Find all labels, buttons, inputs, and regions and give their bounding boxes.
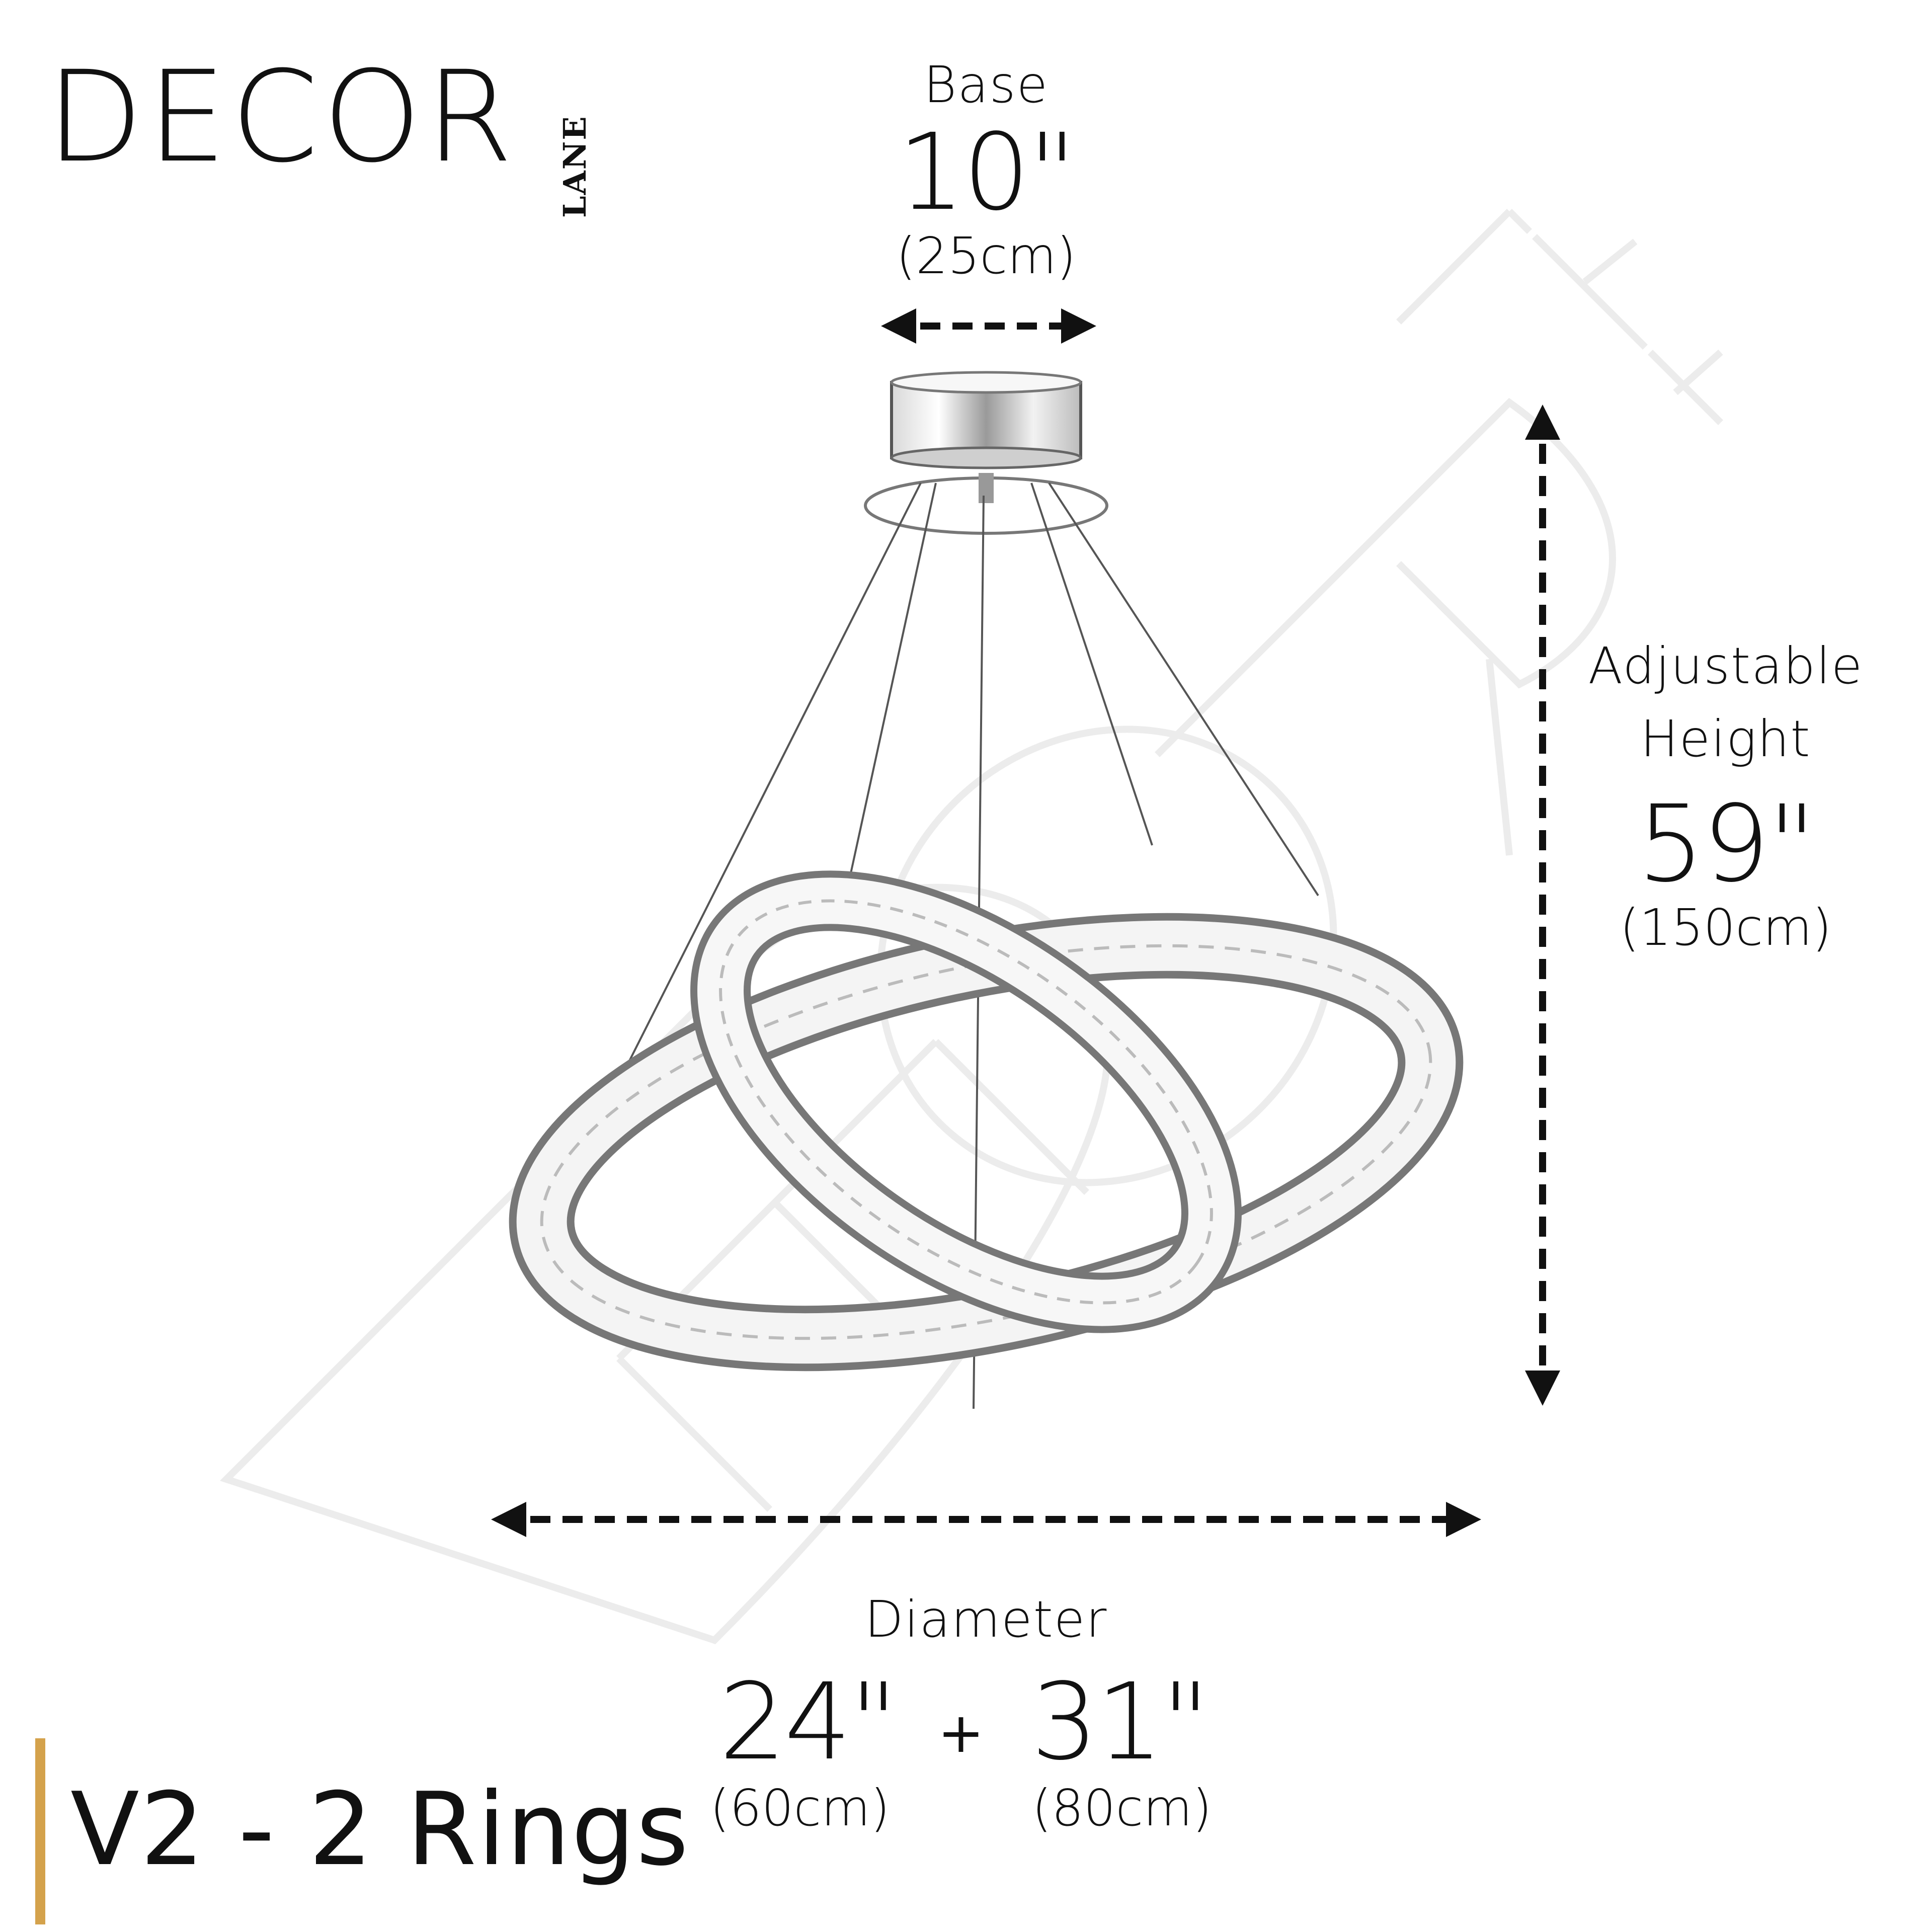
diameter-value-large: 31" xyxy=(1031,1660,1210,1784)
diameter-metric-large: (80cm) xyxy=(1032,1779,1212,1837)
diameter-label: Diameter xyxy=(864,1590,1108,1649)
diameter-plus: + xyxy=(937,1701,985,1765)
version-title: V2 - 2 Rings xyxy=(70,1771,690,1888)
brand-logo: DECOR LANE xyxy=(46,44,593,218)
height-value: 59" xyxy=(1637,782,1816,906)
ceiling-canopy xyxy=(864,371,1108,535)
crystal-rings xyxy=(509,870,1464,1372)
base-metric: (25cm) xyxy=(896,226,1076,285)
diameter-value-small: 24" xyxy=(719,1660,898,1784)
logo-main-text: DECOR xyxy=(46,44,517,190)
height-label-line1: Adjustable xyxy=(1588,636,1864,695)
base-label: Base xyxy=(923,55,1049,114)
base-value: 10" xyxy=(898,111,1077,234)
accent-bar xyxy=(35,1738,45,1924)
height-metric: (150cm) xyxy=(1620,898,1832,957)
diameter-metric-small: (60cm) xyxy=(710,1779,890,1837)
height-label-line2: Height xyxy=(1640,709,1811,768)
